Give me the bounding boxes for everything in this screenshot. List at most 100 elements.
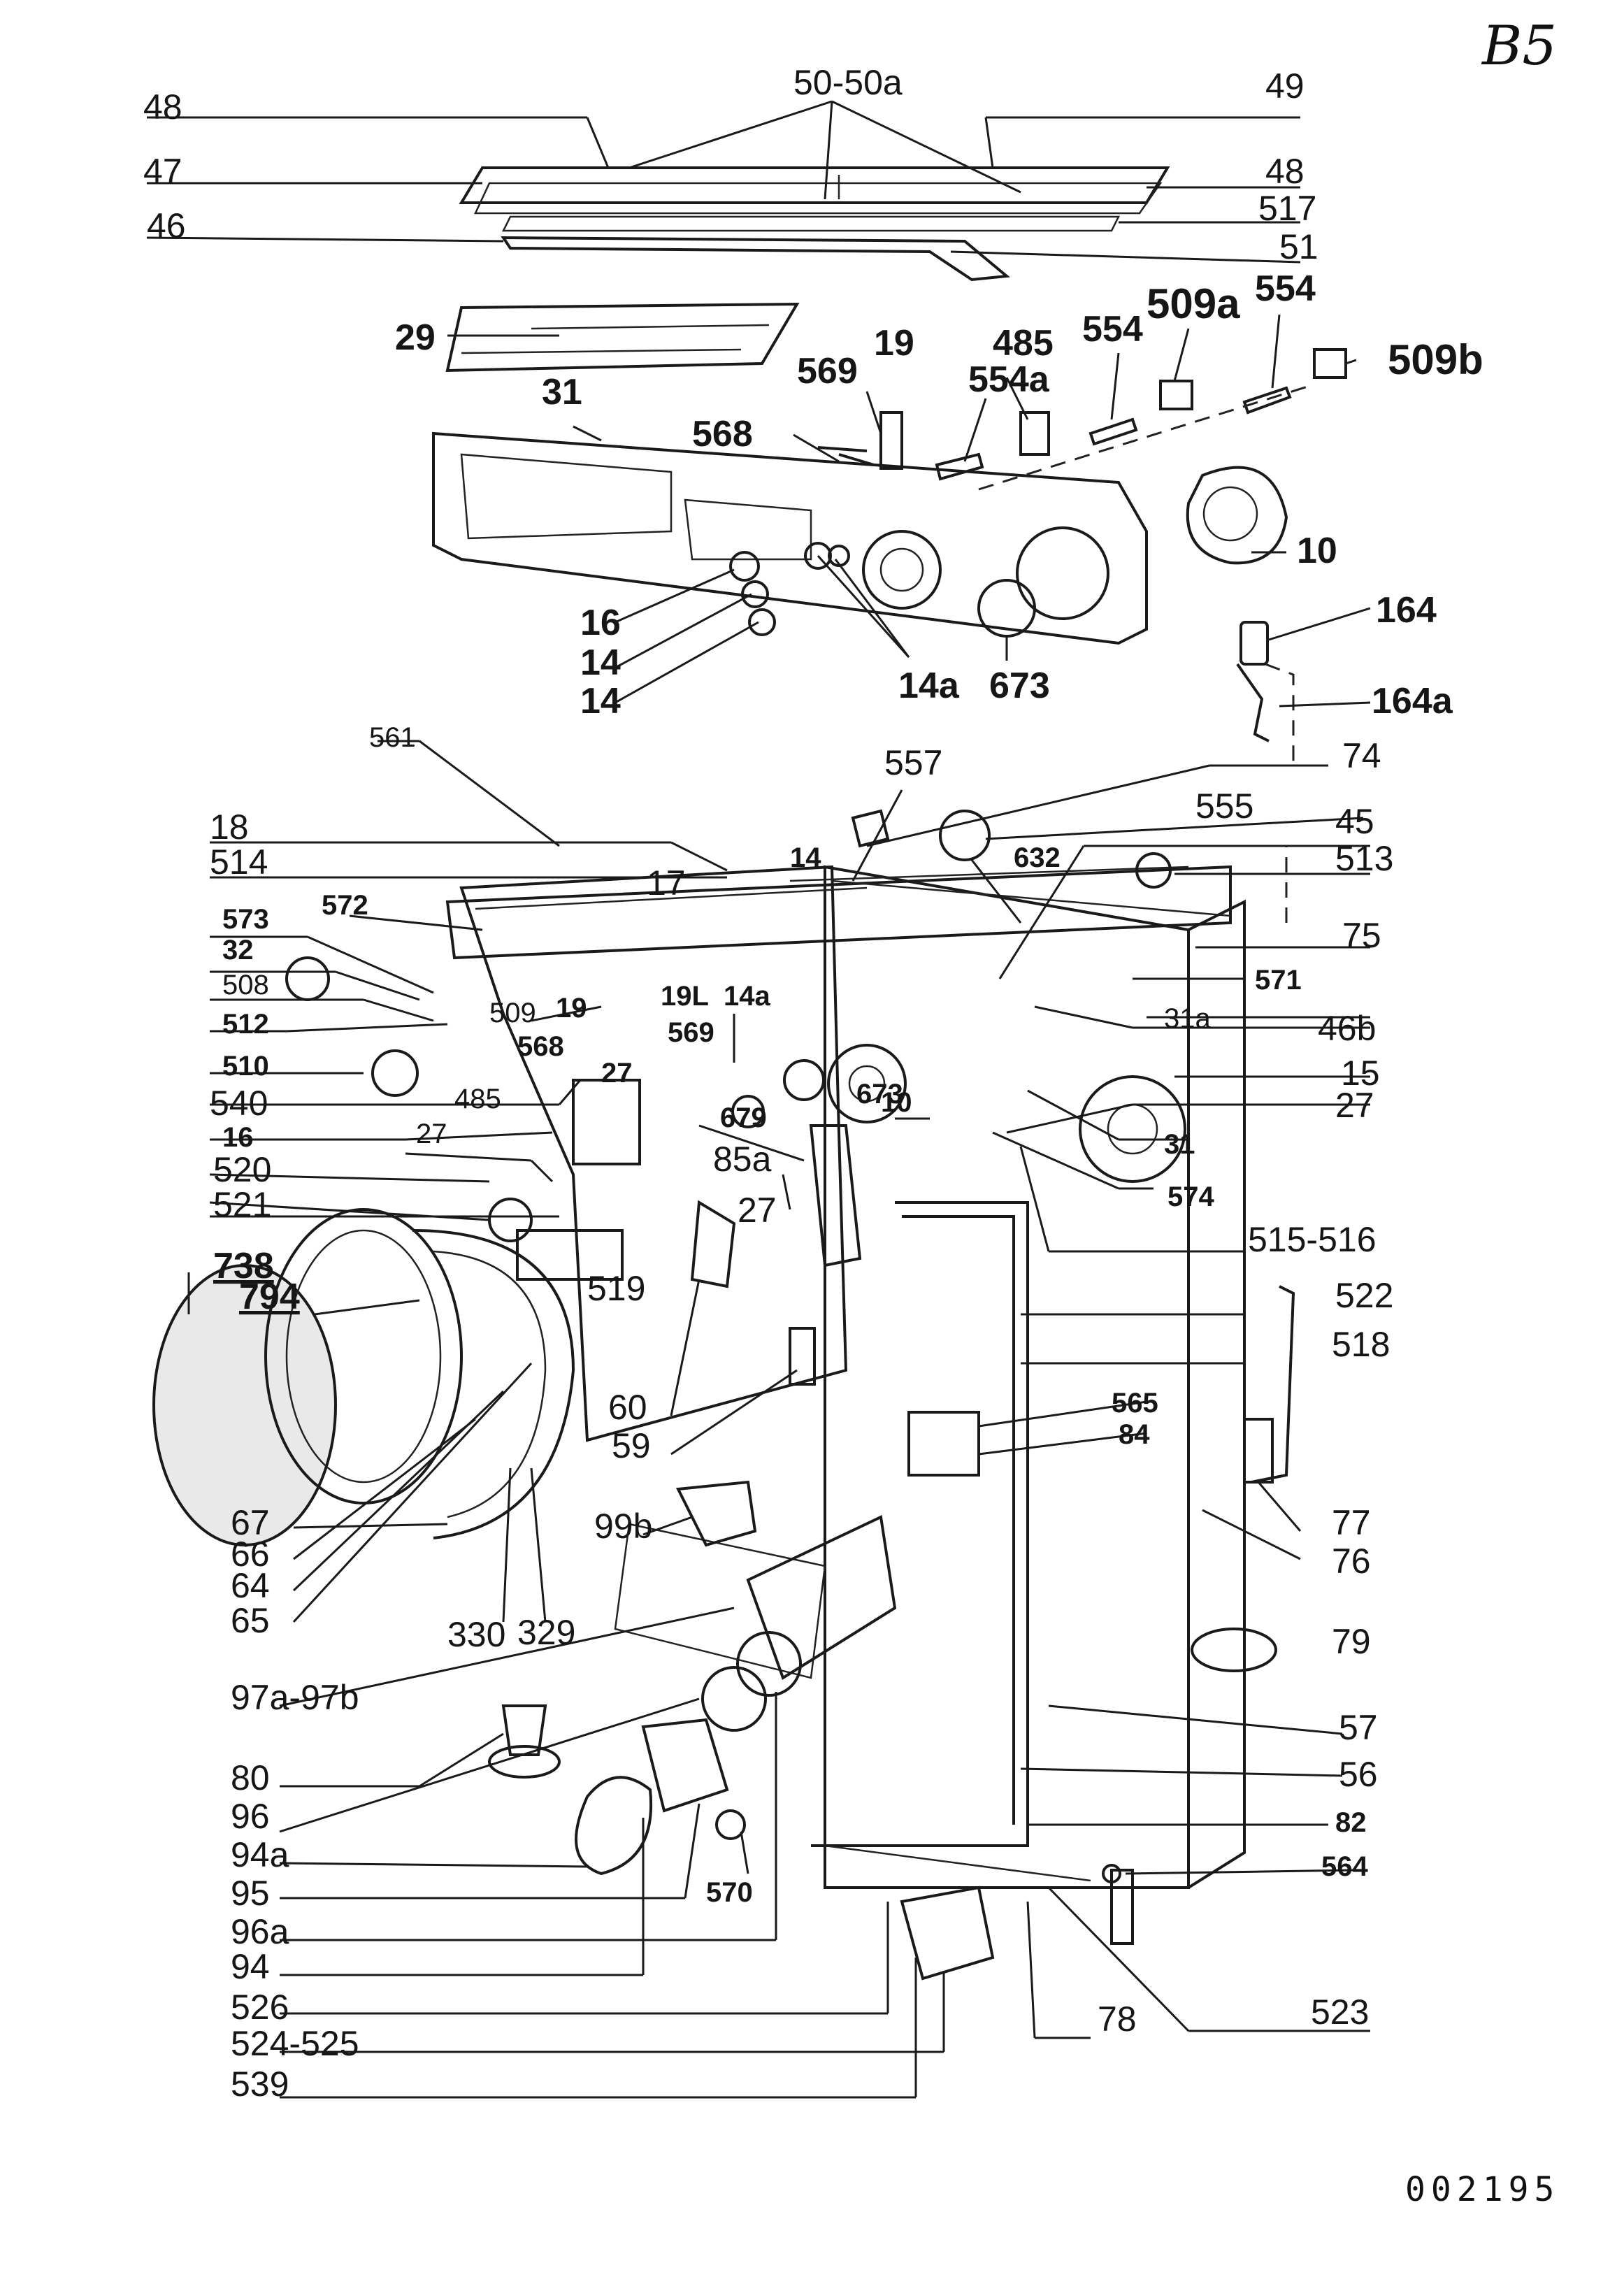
door-ring-794 (264, 1208, 463, 1504)
label-18: 18 (210, 807, 249, 847)
label-56: 56 (1339, 1755, 1378, 1794)
seal-96a (736, 1631, 802, 1697)
relay-485 (572, 1079, 641, 1165)
label-10-mid: 10 (881, 1087, 912, 1118)
label-31-mid: 31 (1164, 1129, 1195, 1160)
label-555: 555 (1195, 787, 1253, 826)
label-82: 82 (1335, 1807, 1367, 1838)
ring-14a (783, 1059, 825, 1101)
drawing-number: 002195 (1405, 2170, 1560, 2209)
label-738: 738 (213, 1246, 274, 1286)
label-48-top: 48 (143, 87, 182, 127)
label-518: 518 (1332, 1325, 1390, 1364)
hose-99b (675, 1480, 757, 1547)
label-569-mid: 569 (668, 1017, 714, 1048)
label-673-mid: 673 (856, 1079, 903, 1109)
label-510: 510 (222, 1051, 269, 1082)
screw-564 (1102, 1864, 1121, 1883)
label-31-top: 31 (542, 372, 582, 412)
filter-95 (641, 1718, 729, 1813)
label-485-top: 485 (993, 323, 1054, 364)
label-569-top: 569 (797, 351, 858, 392)
label-49: 49 (1265, 66, 1305, 106)
label-15: 15 (1341, 1054, 1380, 1093)
leader-lines (146, 100, 1371, 2099)
door-glass-738 (152, 1264, 337, 1546)
label-526: 526 (231, 1988, 289, 2027)
label-512: 512 (222, 1009, 269, 1040)
knob-510 (371, 1049, 419, 1097)
knob-512 (285, 956, 330, 1001)
part-77 (1243, 1418, 1274, 1484)
label-164a: 164a (1372, 681, 1453, 721)
label-19L: 19L (661, 981, 709, 1012)
label-99b: 99b (594, 1507, 652, 1546)
filter-cap-94 (575, 1776, 653, 1876)
capacitor-164 (1239, 621, 1269, 666)
label-94: 94 (231, 1947, 270, 1986)
label-513: 513 (1335, 839, 1393, 878)
cabinet-side-wall (824, 865, 1190, 1889)
label-64: 64 (231, 1566, 270, 1605)
part-60 (690, 1200, 736, 1288)
label-539: 539 (231, 2064, 289, 2104)
bracket-524 (900, 1886, 995, 1981)
label-554a: 554a (968, 359, 1050, 400)
label-16-top: 16 (580, 603, 621, 643)
label-14a-mid: 14a (724, 981, 770, 1012)
part-labels: 50-50a 48 49 47 48 517 46 51 29 569 19 4… (143, 63, 1483, 2104)
label-46: 46 (147, 206, 186, 245)
label-522: 522 (1335, 1276, 1393, 1315)
label-94a: 94a (231, 1835, 289, 1874)
label-96: 96 (231, 1797, 270, 1836)
label-85a: 85a (713, 1140, 772, 1179)
label-509a: 509a (1147, 280, 1240, 327)
label-79: 79 (1332, 1622, 1371, 1661)
label-59: 59 (612, 1426, 651, 1465)
label-517: 517 (1258, 189, 1316, 228)
label-97a-97b: 97a-97b (231, 1678, 359, 1717)
label-66: 66 (231, 1535, 270, 1574)
drum-front-wall (459, 865, 848, 1442)
hinge-523 (1110, 1869, 1134, 1945)
label-78: 78 (1098, 1999, 1137, 2039)
top-cover-plate (459, 166, 1170, 204)
label-164: 164 (1376, 590, 1437, 631)
label-67: 67 (231, 1503, 270, 1542)
label-10-top: 10 (1297, 531, 1337, 571)
label-75: 75 (1342, 916, 1381, 955)
program-selector-dial (862, 530, 942, 610)
label-573: 573 (222, 904, 269, 935)
panel-cover-29 (445, 302, 800, 373)
label-515-516: 515-516 (1248, 1220, 1377, 1259)
shaft-554a (935, 452, 984, 481)
top-rail-74 (445, 865, 1232, 960)
label-32: 32 (222, 935, 254, 965)
foot-80 (501, 1704, 547, 1756)
label-19-top: 19 (874, 323, 914, 364)
label-74: 74 (1342, 736, 1381, 775)
label-29: 29 (395, 317, 436, 358)
label-557: 557 (884, 743, 942, 782)
label-27-right: 27 (1335, 1086, 1374, 1125)
label-45: 45 (1335, 802, 1374, 841)
label-16-mid: 16 (222, 1122, 254, 1153)
label-27-b: 27 (416, 1119, 447, 1149)
label-568-mid: 568 (517, 1031, 564, 1062)
drum-knob-10 (1186, 466, 1288, 565)
plug-513 (1135, 852, 1172, 889)
label-568-top: 568 (692, 414, 753, 454)
label-27-c: 27 (738, 1191, 777, 1230)
label-509b: 509b (1388, 336, 1483, 383)
switch-509b (1313, 348, 1347, 379)
label-520: 520 (213, 1150, 271, 1189)
ring-555 (939, 810, 991, 861)
label-564: 564 (1321, 1851, 1368, 1882)
label-57: 57 (1339, 1708, 1378, 1747)
door-assembly (152, 1208, 575, 1546)
label-519: 519 (587, 1269, 645, 1308)
label-632: 632 (1014, 842, 1061, 873)
label-80: 80 (231, 1758, 270, 1797)
label-561: 561 (369, 722, 416, 753)
